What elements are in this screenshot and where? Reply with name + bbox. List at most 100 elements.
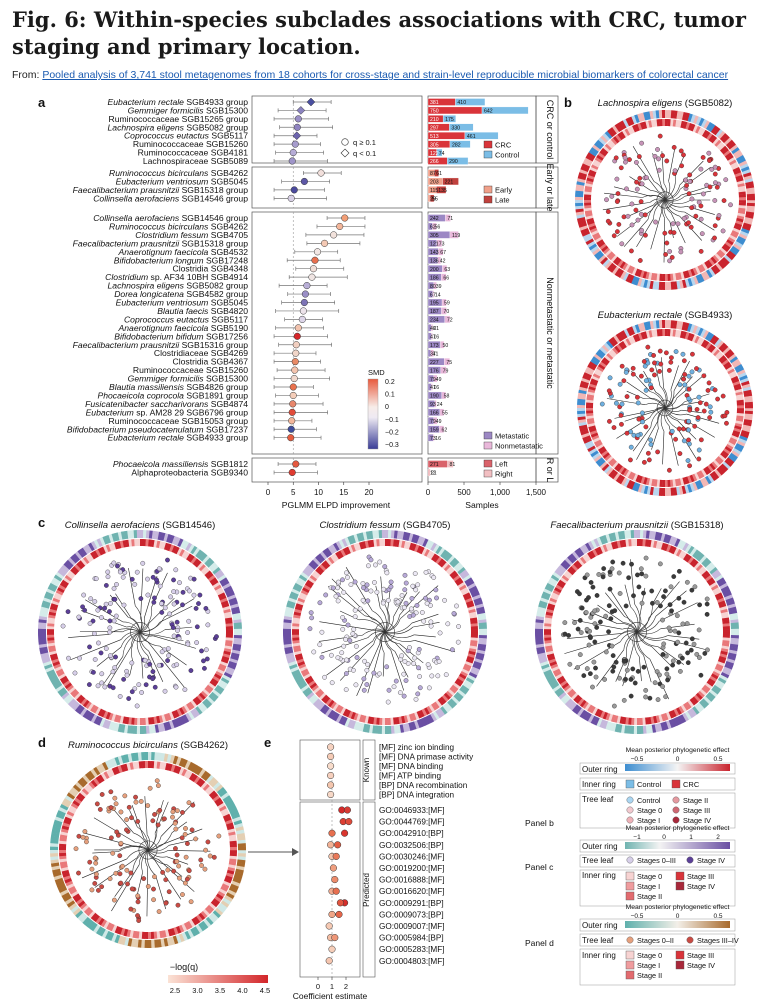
tree-c-branch: [636, 604, 653, 633]
inner-ring-segment: [735, 420, 743, 425]
inner-ring-segment: [606, 352, 614, 360]
outer-ring-segment: [130, 530, 135, 539]
inner-ring-segment: [677, 120, 683, 128]
tree-d-leaf: [174, 859, 180, 864]
tree-d-leaf: [156, 909, 162, 914]
tree-d-leaf: [133, 799, 139, 805]
tree-c-branch: [139, 622, 150, 633]
inner-ring-segment: [558, 579, 567, 586]
inner-ring-segment: [192, 558, 200, 566]
outer-ring-segment: [597, 459, 606, 467]
tree-b2-leaf: [641, 359, 647, 364]
tree-c-leaf: [156, 566, 162, 572]
outer-ring-segment: [101, 929, 109, 939]
inner-ring-segment: [626, 265, 633, 273]
outer-ring-segment: [478, 634, 487, 639]
outer-ring-segment: [88, 542, 95, 552]
taxon-label-rest: SGB4582 group: [184, 289, 248, 299]
taxon-label-italic: Lachnospira eligens: [108, 122, 185, 132]
outer-ring-segment: [52, 822, 62, 829]
predicted-frame: [299, 801, 361, 978]
inner-ring-segment: [596, 443, 604, 450]
tree-b2-branch: [673, 376, 693, 399]
inner-ring-segment: [586, 415, 594, 419]
inner-ring-segment: [200, 690, 208, 698]
tree-c-leaf: [111, 586, 117, 591]
outer-ring-segment: [684, 711, 692, 720]
outer-ring-segment: [208, 914, 217, 924]
legend-circle: [341, 138, 349, 146]
taxon-label-italic: Bifidobacterium bifidum: [114, 331, 203, 341]
tree-c-leaf: [107, 609, 112, 614]
taxon-label-italic: Clostridium fessum: [135, 230, 208, 240]
taxon-label: Ruminococcaceae SGB4181: [138, 148, 249, 158]
inner-ring-segment: [587, 391, 595, 396]
outer-ring-segment: [464, 577, 473, 585]
tree-d-leaf: [183, 880, 188, 886]
effect-diamond: [292, 131, 302, 141]
effect-point: [311, 256, 319, 264]
outer-ring-segment: [38, 643, 48, 648]
tree-c-root: [130, 622, 150, 642]
inner-ring-segment: [222, 606, 231, 611]
outer-ring-segment: [410, 721, 417, 731]
inner-ring-segment: [556, 675, 565, 682]
tree-c-leaf: [683, 640, 689, 646]
tree-d-leaf: [183, 854, 189, 860]
inner-ring-segment: [218, 663, 227, 670]
inner-ring-segment: [645, 271, 650, 280]
taxon-label-italic: Clostridium: [105, 272, 148, 282]
inner-ring-segment: [458, 673, 467, 680]
inner-ring-segment: [217, 802, 226, 810]
legend-tree-leaf: Tree leaf: [582, 856, 614, 865]
outer-ring-segment: [114, 722, 120, 732]
tree-c-leaf: [317, 642, 323, 648]
outer-ring-segment: [80, 547, 88, 556]
predicted-term: GO:0044769:[MF]: [379, 818, 445, 827]
inner-ring-segment: [618, 342, 625, 350]
tree-c-leaf: [584, 666, 590, 671]
sample-bar-2: [441, 391, 447, 400]
outer-ring-segment: [536, 609, 546, 615]
taxon-label-rest: SGB5190: [208, 323, 248, 333]
outer-ring-segment: [547, 677, 557, 684]
inner-ring-segment: [110, 713, 117, 722]
inner-ring-segment: [212, 675, 221, 683]
tree-d-branch: [146, 867, 149, 917]
outer-ring-segment: [210, 691, 219, 700]
outer-ring-segment: [182, 714, 190, 724]
tree-c-leaf: [142, 657, 148, 663]
outer-ring-segment: [77, 912, 86, 921]
tree-d-leaf: [180, 810, 185, 815]
outer-ring-segment: [408, 722, 414, 731]
inner-ring-segment: [590, 378, 599, 384]
outer-ring-segment: [478, 628, 487, 633]
inner-ring-segment: [596, 239, 604, 246]
taxon-label-italic: Coprococcus eutactus: [124, 131, 210, 141]
taxon-label-rest: Clostridia SGB4367: [173, 357, 249, 367]
inner-ring-segment: [229, 855, 237, 860]
outer-ring-segment: [658, 487, 663, 496]
inner-ring-segment: [655, 541, 661, 549]
outer-ring-segment: [93, 539, 101, 549]
sample-count-1: 271: [430, 462, 439, 468]
inner-ring-segment: [212, 582, 221, 589]
tree-c-branch: [131, 631, 141, 662]
legend-tree-leaf: Tree leaf: [582, 936, 614, 945]
outer-ring-segment: [203, 772, 212, 782]
inner-ring-segment: [591, 164, 599, 170]
outer-ring-segment: [218, 902, 228, 911]
inner-ring-segment: [222, 880, 231, 887]
outer-ring-segment: [283, 625, 292, 630]
outer-ring-segment: [180, 539, 187, 549]
legend-d-inner: Stage I: [637, 961, 660, 970]
inner-ring-segment: [601, 245, 609, 253]
taxon-label: Phocaeicola coprocola SGB1891 group: [97, 390, 248, 400]
tree-c-leaf: [414, 603, 420, 608]
inner-ring-segment: [59, 581, 68, 589]
inner-ring-segment: [100, 709, 106, 718]
source-article-link[interactable]: Pooled analysis of 3,741 stool metagenom…: [42, 69, 729, 81]
taxon-label-italic: Gemmiger formicilis: [128, 105, 205, 115]
tree-d-leaf: [108, 789, 114, 795]
